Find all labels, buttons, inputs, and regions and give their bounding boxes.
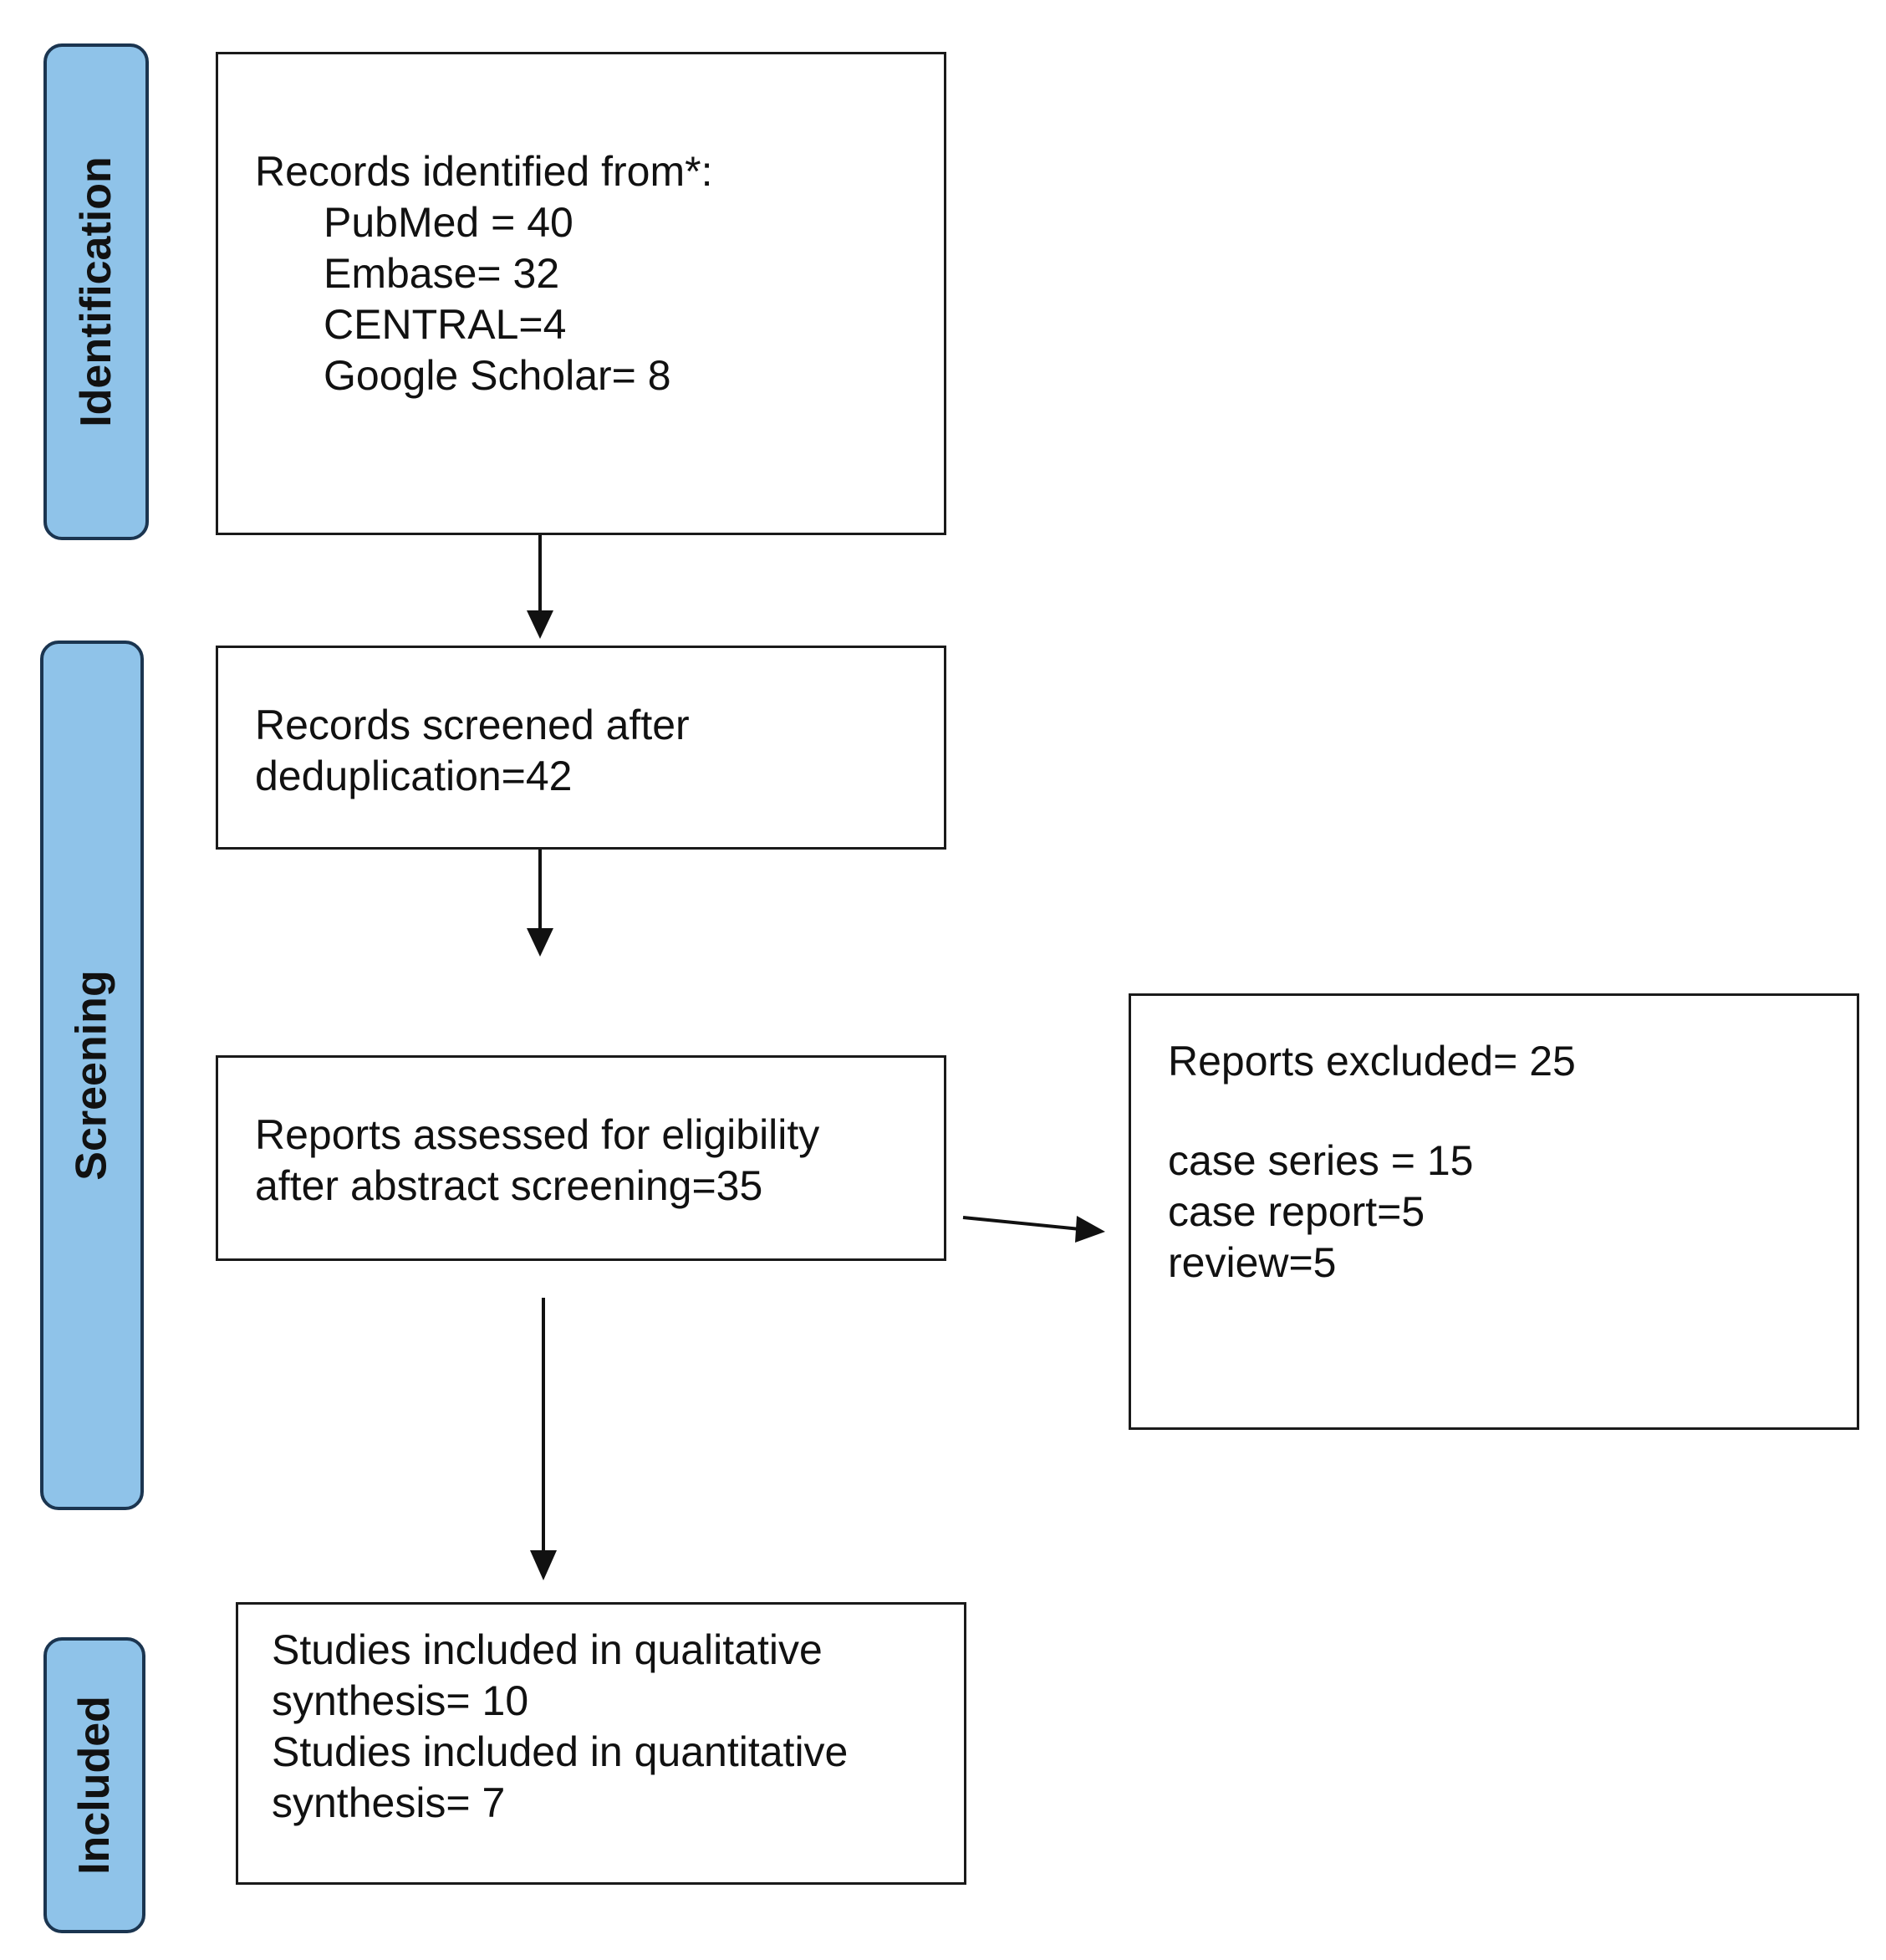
excluded-case-report: case report=5 — [1168, 1188, 1425, 1235]
studies-included-line-3: Studies included in quantitative — [272, 1728, 849, 1775]
records-identified-box: Records identified from*: PubMed = 40 Em… — [216, 52, 946, 535]
stage-screening: Screening — [40, 641, 144, 1510]
studies-included-line-2: synthesis= 10 — [272, 1677, 529, 1724]
reports-excluded-box: Reports excluded= 25 case series = 15 ca… — [1129, 993, 1859, 1430]
records-screened-line-1: Records screened after — [255, 702, 690, 748]
stage-included: Included — [43, 1637, 145, 1933]
arrow-identified-to-screened — [527, 535, 553, 639]
reports-assessed-box: Reports assessed for eligibility after a… — [216, 1055, 946, 1261]
studies-included-box: Studies included in qualitative synthesi… — [236, 1602, 966, 1885]
excluded-review: review=5 — [1168, 1239, 1337, 1286]
records-identified-heading: Records identified from*: — [255, 148, 713, 195]
source-pubmed: PubMed = 40 — [324, 199, 573, 246]
source-google-scholar: Google Scholar= 8 — [324, 352, 671, 399]
source-central: CENTRAL=4 — [324, 301, 567, 348]
arrow-assessed-to-excluded — [962, 1216, 1105, 1243]
arrow-assessed-to-included — [530, 1298, 557, 1580]
arrow-screened-to-assessed — [527, 850, 553, 957]
studies-included-line-1: Studies included in qualitative — [272, 1626, 823, 1673]
stage-identification: Identification — [43, 43, 149, 540]
excluded-case-series: case series = 15 — [1168, 1137, 1474, 1184]
reports-assessed-line-2: after abstract screening=35 — [255, 1162, 763, 1209]
records-screened-line-2: deduplication=42 — [255, 753, 573, 799]
source-embase: Embase= 32 — [324, 250, 560, 297]
studies-included-line-4: synthesis= 7 — [272, 1779, 506, 1826]
reports-assessed-line-1: Reports assessed for eligibility — [255, 1111, 820, 1158]
reports-excluded-heading: Reports excluded= 25 — [1168, 1038, 1576, 1085]
records-screened-box: Records screened after deduplication=42 — [216, 646, 946, 850]
